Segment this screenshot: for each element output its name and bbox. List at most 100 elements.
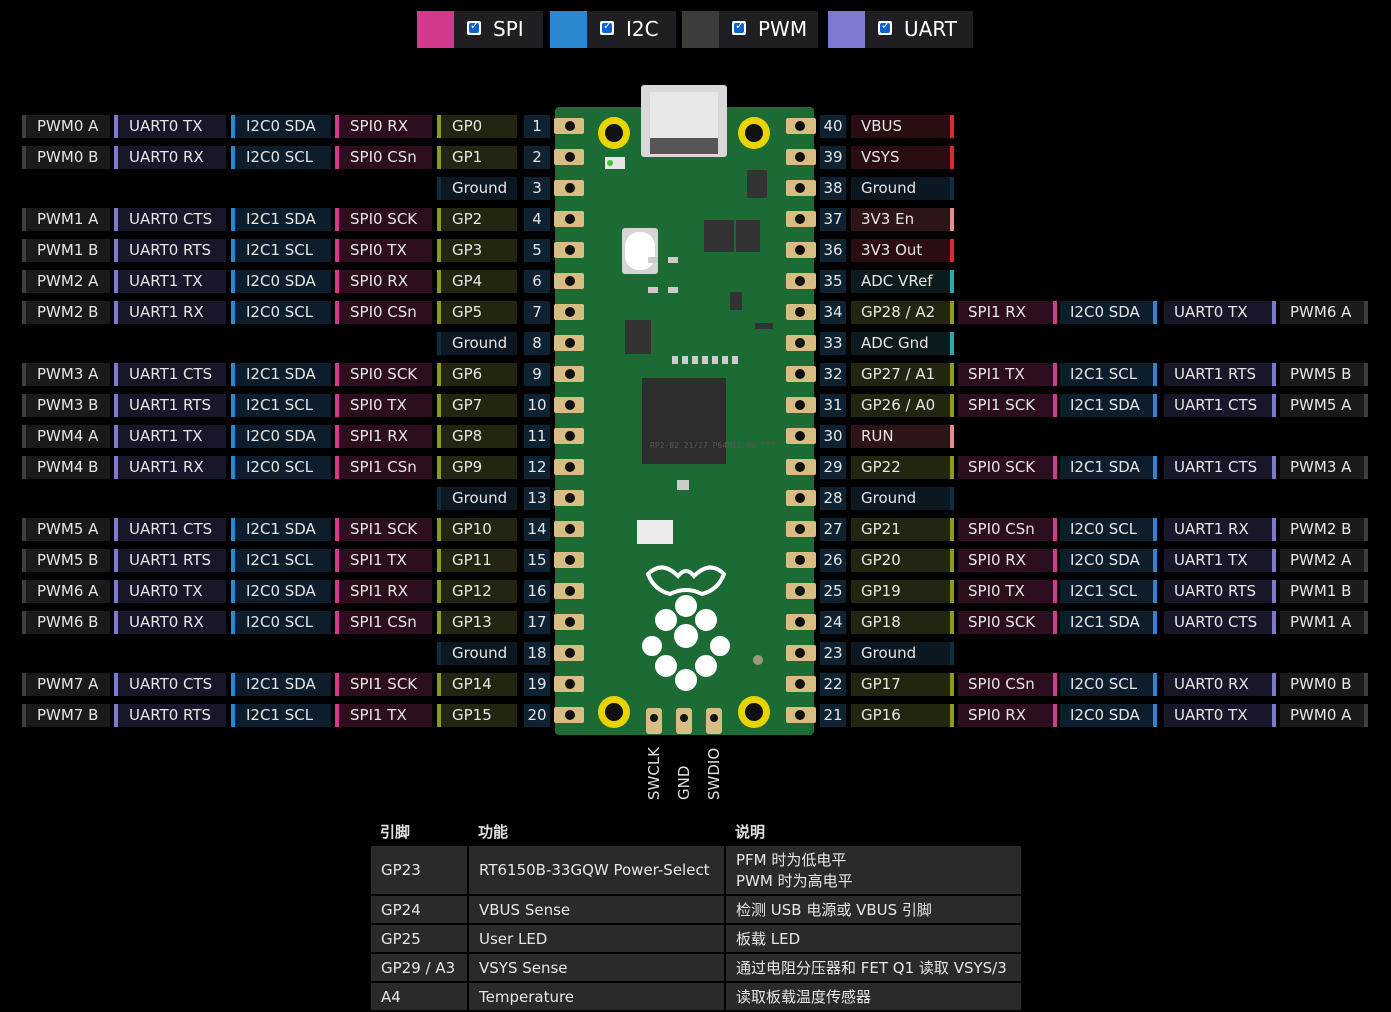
legend-uart-checkbox[interactable]: ✓	[878, 19, 892, 35]
right-pin-24-name[interactable]: GP18	[851, 611, 954, 634]
left-pin-12-i2c[interactable]: I2C0 SCL	[231, 456, 331, 479]
right-pin-24-i2c[interactable]: I2C1 SDA	[1060, 611, 1157, 634]
left-pin-9-gpio[interactable]: GP6	[437, 363, 517, 386]
left-pin-2-pwm[interactable]: PWM0 B	[22, 146, 110, 169]
left-pin-11-i2c[interactable]: I2C0 SDA	[231, 425, 331, 448]
left-pin-14-gpio[interactable]: GP10	[437, 518, 517, 541]
right-pin-21-i2c[interactable]: I2C0 SDA	[1060, 704, 1157, 727]
right-pin-34-i2c[interactable]: I2C0 SDA	[1060, 301, 1157, 324]
left-pin-6-gpio[interactable]: GP4	[437, 270, 517, 293]
left-pin-14-uart[interactable]: UART1 CTS	[114, 518, 226, 541]
right-pin-21-name[interactable]: GP16	[851, 704, 954, 727]
right-pin-24-spi[interactable]: SPI0 SCK	[958, 611, 1057, 634]
left-pin-16-i2c[interactable]: I2C0 SDA	[231, 580, 331, 603]
left-pin-10-i2c[interactable]: I2C1 SCL	[231, 394, 331, 417]
right-pin-22-spi[interactable]: SPI0 CSn	[958, 673, 1057, 696]
right-pin-34-pwm[interactable]: PWM6 A	[1280, 301, 1368, 324]
left-pin-1-uart[interactable]: UART0 TX	[114, 115, 226, 138]
left-pin-10-spi[interactable]: SPI0 TX	[335, 394, 432, 417]
right-pin-21-pwm[interactable]: PWM0 A	[1280, 704, 1368, 727]
left-pin-15-gpio[interactable]: GP11	[437, 549, 517, 572]
right-pin-29-name[interactable]: GP22	[851, 456, 954, 479]
left-pin-19-pwm[interactable]: PWM7 A	[22, 673, 110, 696]
right-pin-39-name[interactable]: VSYS	[851, 146, 954, 169]
right-pin-26-name[interactable]: GP20	[851, 549, 954, 572]
left-pin-17-pwm[interactable]: PWM6 B	[22, 611, 110, 634]
left-pin-9-pwm[interactable]: PWM3 A	[22, 363, 110, 386]
right-pin-27-spi[interactable]: SPI0 CSn	[958, 518, 1057, 541]
right-pin-32-uart[interactable]: UART1 RTS	[1164, 363, 1276, 386]
right-pin-30-name[interactable]: RUN	[851, 425, 954, 448]
legend-spi-checkbox[interactable]: ✓	[467, 19, 481, 35]
left-pin-12-gpio[interactable]: GP9	[437, 456, 517, 479]
left-pin-4-gpio[interactable]: GP2	[437, 208, 517, 231]
right-pin-26-spi[interactable]: SPI0 RX	[958, 549, 1057, 572]
left-pin-19-uart[interactable]: UART0 CTS	[114, 673, 226, 696]
right-pin-27-i2c[interactable]: I2C0 SCL	[1060, 518, 1157, 541]
left-pin-11-spi[interactable]: SPI1 RX	[335, 425, 432, 448]
right-pin-25-spi[interactable]: SPI0 TX	[958, 580, 1057, 603]
left-pin-4-uart[interactable]: UART0 CTS	[114, 208, 226, 231]
left-pin-15-i2c[interactable]: I2C1 SCL	[231, 549, 331, 572]
left-pin-17-uart[interactable]: UART0 RX	[114, 611, 226, 634]
left-pin-16-pwm[interactable]: PWM6 A	[22, 580, 110, 603]
left-pin-11-uart[interactable]: UART1 TX	[114, 425, 226, 448]
right-pin-28-name[interactable]: Ground	[851, 487, 954, 510]
right-pin-27-pwm[interactable]: PWM2 B	[1280, 518, 1368, 541]
left-pin-16-spi[interactable]: SPI1 RX	[335, 580, 432, 603]
left-pin-6-spi[interactable]: SPI0 RX	[335, 270, 432, 293]
right-pin-32-pwm[interactable]: PWM5 B	[1280, 363, 1368, 386]
left-pin-1-i2c[interactable]: I2C0 SDA	[231, 115, 331, 138]
right-pin-23-name[interactable]: Ground	[851, 642, 954, 665]
right-pin-29-i2c[interactable]: I2C1 SDA	[1060, 456, 1157, 479]
left-pin-12-spi[interactable]: SPI1 CSn	[335, 456, 432, 479]
left-pin-5-spi[interactable]: SPI0 TX	[335, 239, 432, 262]
left-pin-4-spi[interactable]: SPI0 SCK	[335, 208, 432, 231]
left-pin-5-gpio[interactable]: GP3	[437, 239, 517, 262]
legend-pwm-checkbox[interactable]: ✓	[732, 19, 746, 35]
left-pin-12-pwm[interactable]: PWM4 B	[22, 456, 110, 479]
right-pin-37-name[interactable]: 3V3 En	[851, 208, 954, 231]
right-pin-26-pwm[interactable]: PWM2 A	[1280, 549, 1368, 572]
left-pin-4-pwm[interactable]: PWM1 A	[22, 208, 110, 231]
left-pin-6-pwm[interactable]: PWM2 A	[22, 270, 110, 293]
right-pin-34-spi[interactable]: SPI1 RX	[958, 301, 1057, 324]
right-pin-32-spi[interactable]: SPI1 TX	[958, 363, 1057, 386]
left-pin-19-spi[interactable]: SPI1 SCK	[335, 673, 432, 696]
right-pin-21-uart[interactable]: UART0 TX	[1164, 704, 1276, 727]
right-pin-27-uart[interactable]: UART1 RX	[1164, 518, 1276, 541]
left-pin-7-i2c[interactable]: I2C0 SCL	[231, 301, 331, 324]
left-pin-19-i2c[interactable]: I2C1 SDA	[231, 673, 331, 696]
right-pin-32-name[interactable]: GP27 / A1	[851, 363, 954, 386]
right-pin-31-pwm[interactable]: PWM5 A	[1280, 394, 1368, 417]
right-pin-24-uart[interactable]: UART0 CTS	[1164, 611, 1276, 634]
left-pin-20-gpio[interactable]: GP15	[437, 704, 517, 727]
left-pin-7-spi[interactable]: SPI0 CSn	[335, 301, 432, 324]
left-pin-5-uart[interactable]: UART0 RTS	[114, 239, 226, 262]
left-pin-10-pwm[interactable]: PWM3 B	[22, 394, 110, 417]
left-pin-18-gpio[interactable]: Ground	[437, 642, 517, 665]
left-pin-9-uart[interactable]: UART1 CTS	[114, 363, 226, 386]
right-pin-29-pwm[interactable]: PWM3 A	[1280, 456, 1368, 479]
right-pin-21-spi[interactable]: SPI0 RX	[958, 704, 1057, 727]
left-pin-16-uart[interactable]: UART0 TX	[114, 580, 226, 603]
left-pin-10-uart[interactable]: UART1 RTS	[114, 394, 226, 417]
right-pin-25-pwm[interactable]: PWM1 B	[1280, 580, 1368, 603]
left-pin-7-gpio[interactable]: GP5	[437, 301, 517, 324]
right-pin-35-name[interactable]: ADC VRef	[851, 270, 954, 293]
legend-uart[interactable]: ✓UART	[828, 11, 973, 48]
right-pin-29-uart[interactable]: UART1 CTS	[1164, 456, 1276, 479]
right-pin-29-spi[interactable]: SPI0 SCK	[958, 456, 1057, 479]
left-pin-20-spi[interactable]: SPI1 TX	[335, 704, 432, 727]
right-pin-33-name[interactable]: ADC Gnd	[851, 332, 954, 355]
right-pin-31-spi[interactable]: SPI1 SCK	[958, 394, 1057, 417]
left-pin-2-spi[interactable]: SPI0 CSn	[335, 146, 432, 169]
right-pin-34-uart[interactable]: UART0 TX	[1164, 301, 1276, 324]
right-pin-25-name[interactable]: GP19	[851, 580, 954, 603]
right-pin-36-name[interactable]: 3V3 Out	[851, 239, 954, 262]
left-pin-14-i2c[interactable]: I2C1 SDA	[231, 518, 331, 541]
left-pin-6-uart[interactable]: UART1 TX	[114, 270, 226, 293]
left-pin-1-spi[interactable]: SPI0 RX	[335, 115, 432, 138]
left-pin-3-gpio[interactable]: Ground	[437, 177, 517, 200]
left-pin-7-uart[interactable]: UART1 RX	[114, 301, 226, 324]
